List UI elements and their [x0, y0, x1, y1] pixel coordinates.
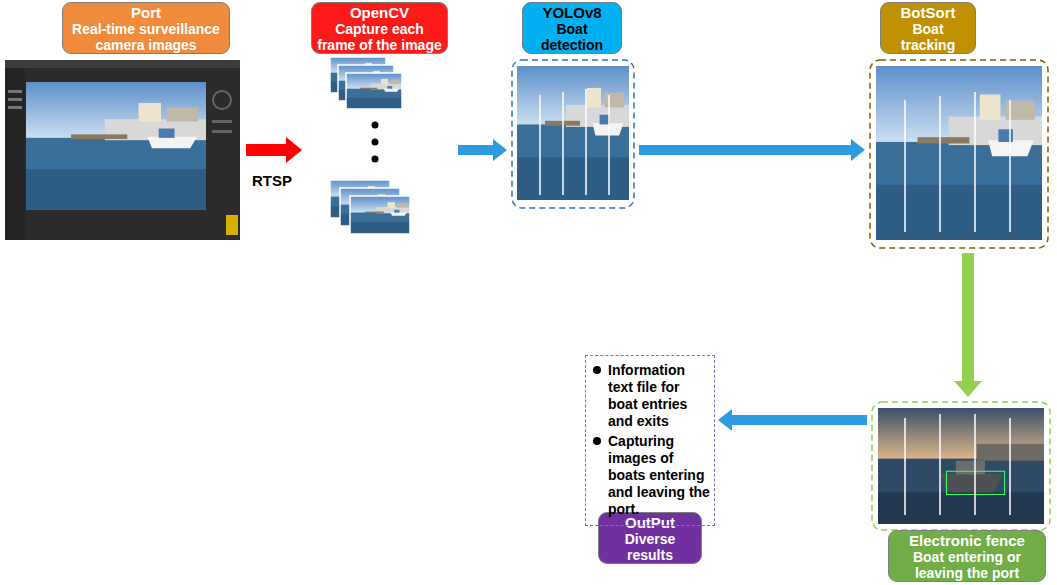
flow-arrow: [246, 137, 302, 163]
stage-subtitle: Capture each frame of the image: [317, 21, 442, 53]
stage-yolo: YOLOv8Boat detection: [510, 2, 636, 210]
bullet-item: Capturing images of boats entering and l…: [590, 433, 710, 518]
stage-opencv: OpenCVCapture each frame of the image: [305, 2, 455, 237]
stage-title: BotSort: [901, 4, 956, 21]
stage-header: OpenCVCapture each frame of the image: [311, 2, 448, 54]
flow-arrow: [718, 409, 867, 431]
stage-title: OpenCV: [350, 4, 409, 21]
flow-arrow: [639, 139, 865, 161]
stage-fence: Electronic fenceBoat entering or leaving…: [870, 400, 1052, 584]
result-text: Information text file for boat entries a…: [608, 362, 710, 430]
stage-header: PortReal-time surveillance camera images: [62, 2, 230, 54]
stage-title: YOLOv8: [542, 4, 601, 21]
flow-arrow: [954, 253, 982, 397]
stage-header: Electronic fenceBoat entering or leaving…: [888, 530, 1046, 582]
edge-label: RTSP: [252, 172, 292, 189]
bullet-item: Information text file for boat entries a…: [590, 362, 710, 430]
stage-subtitle: Diverse results: [604, 531, 696, 563]
stage-title: Port: [131, 4, 161, 21]
result-list: Information text file for boat entries a…: [585, 355, 715, 526]
stage-header: BotSortBoat tracking: [880, 2, 976, 54]
stage-subtitle: Boat entering or leaving the port: [894, 549, 1040, 581]
bullet-dot: [593, 437, 601, 445]
stage-botsort: BotSortBoat tracking: [868, 2, 1050, 250]
bullet-dot: [593, 366, 601, 374]
stage-subtitle: Boat tracking: [886, 21, 970, 53]
stage-subtitle: Boat detection: [528, 21, 616, 53]
stage-port: PortReal-time surveillance camera images: [5, 2, 243, 242]
output-box: OutPutDiverse results: [598, 512, 702, 564]
flow-arrow: [458, 139, 507, 161]
bullet-list: Information text file for boat entries a…: [590, 362, 710, 518]
stage-header: YOLOv8Boat detection: [522, 2, 622, 54]
result-text: Capturing images of boats entering and l…: [608, 433, 710, 518]
stage-subtitle: Real-time surveillance camera images: [68, 21, 224, 53]
stage-title: Electronic fence: [909, 532, 1025, 549]
